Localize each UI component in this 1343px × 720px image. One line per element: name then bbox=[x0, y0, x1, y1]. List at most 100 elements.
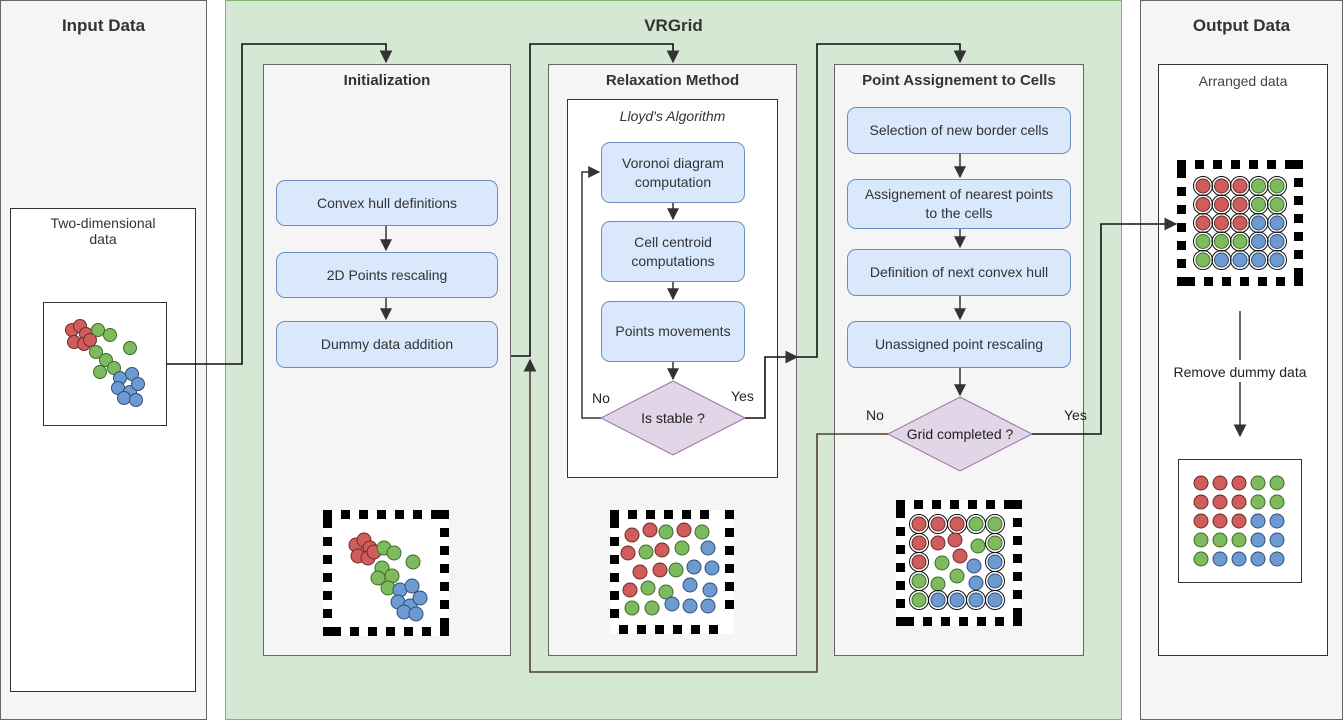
dummy-cell bbox=[440, 546, 449, 555]
grid-completed-decision bbox=[886, 396, 1034, 472]
dummy-cell bbox=[1285, 160, 1294, 169]
assign-point bbox=[930, 592, 946, 608]
dummy-cell bbox=[610, 609, 619, 618]
assign-point bbox=[970, 538, 986, 554]
dummy-cell bbox=[404, 627, 413, 636]
dummy-cell bbox=[1213, 160, 1222, 169]
dummy-cell bbox=[725, 528, 734, 537]
output-point bbox=[1232, 178, 1248, 194]
assign-point bbox=[911, 554, 927, 570]
input-to-init-arrow bbox=[167, 43, 393, 365]
dummy-cell bbox=[422, 627, 431, 636]
init-to-relax-arrow bbox=[511, 43, 680, 357]
dummy-cell bbox=[413, 510, 422, 519]
dummy-cell bbox=[896, 500, 905, 509]
input-point bbox=[123, 341, 137, 355]
dummy-cell bbox=[959, 617, 968, 626]
dummy-cell bbox=[440, 510, 449, 519]
dummy-cell bbox=[1222, 277, 1231, 286]
dummy-cell bbox=[725, 600, 734, 609]
output-lane-title: Output Data bbox=[1192, 16, 1291, 35]
is-stable-no: No bbox=[592, 390, 610, 406]
dummy-cell bbox=[1013, 554, 1022, 563]
output-point bbox=[1232, 197, 1248, 212]
result-point bbox=[1231, 551, 1247, 567]
dummy-cell bbox=[323, 591, 332, 600]
centroid-step: Cell centroid computations bbox=[601, 221, 745, 282]
assign-point bbox=[987, 592, 1003, 608]
assign-point bbox=[911, 516, 927, 532]
input-point bbox=[89, 345, 103, 359]
dummy-cell bbox=[1294, 160, 1303, 169]
assign-point bbox=[987, 554, 1003, 570]
dummy-cell bbox=[1249, 160, 1258, 169]
relax-point bbox=[694, 524, 710, 540]
dummy-cell bbox=[725, 510, 734, 519]
rescaling-step: 2D Points rescaling bbox=[276, 252, 498, 298]
dummy-cell bbox=[932, 500, 941, 509]
dummy-cell bbox=[323, 627, 332, 636]
dummy-cell bbox=[725, 546, 734, 555]
dummy-cell bbox=[1294, 250, 1303, 259]
dummy-cell bbox=[896, 509, 905, 518]
input-point bbox=[91, 323, 105, 337]
assign-point bbox=[949, 592, 965, 608]
dummy-cell bbox=[941, 617, 950, 626]
dummy-cell bbox=[1204, 277, 1213, 286]
dummy-cell bbox=[610, 591, 619, 600]
assign-point bbox=[911, 535, 927, 551]
grid-yes-to-output-arrow bbox=[1032, 217, 1178, 435]
relax-point bbox=[700, 598, 716, 614]
result-point bbox=[1193, 494, 1209, 510]
output-point bbox=[1251, 252, 1266, 268]
dummy-cell bbox=[914, 500, 923, 509]
dummy-cell bbox=[1258, 277, 1267, 286]
dummy-cell bbox=[1267, 160, 1276, 169]
input-point bbox=[103, 328, 117, 342]
dummy-cell bbox=[896, 527, 905, 536]
result-point bbox=[1212, 513, 1228, 529]
dummy-cell bbox=[1276, 277, 1285, 286]
output-point bbox=[1195, 178, 1211, 194]
relax-point bbox=[622, 582, 638, 598]
dummy-cell bbox=[431, 510, 440, 519]
input-panel: Two-dimensional data bbox=[10, 208, 196, 692]
dummy-cell bbox=[691, 625, 700, 634]
nearest-points-step: Assignement of nearest points to the cel… bbox=[847, 179, 1071, 229]
relax-point bbox=[682, 598, 698, 614]
dummy-cell bbox=[628, 510, 637, 519]
dummy-cell bbox=[610, 519, 619, 528]
dummy-cell bbox=[1013, 536, 1022, 545]
result-point bbox=[1193, 551, 1209, 567]
dummy-cell bbox=[950, 500, 959, 509]
dummy-cell bbox=[1231, 160, 1240, 169]
dummy-cell bbox=[977, 617, 986, 626]
assign-point bbox=[930, 516, 946, 532]
relax-point bbox=[658, 584, 674, 600]
dummy-cell bbox=[709, 625, 718, 634]
is-stable-decision bbox=[599, 380, 747, 456]
dummy-cell bbox=[896, 617, 905, 626]
initialization-title: Initialization bbox=[343, 72, 431, 89]
dummy-cell bbox=[440, 582, 449, 591]
result-point bbox=[1231, 532, 1247, 548]
dummy-cell bbox=[323, 510, 332, 519]
output-point bbox=[1214, 197, 1229, 212]
voronoi-step: Voronoi diagram computation bbox=[601, 142, 745, 203]
dummy-cell bbox=[368, 627, 377, 636]
relax-point bbox=[624, 600, 640, 616]
assign-point bbox=[968, 575, 984, 591]
output-point bbox=[1251, 197, 1266, 212]
relax-point bbox=[640, 580, 656, 596]
input-point bbox=[131, 377, 145, 391]
lloyd-title: Lloyd's Algorithm bbox=[619, 108, 726, 124]
init-point bbox=[412, 590, 428, 606]
dummy-cell bbox=[655, 625, 664, 634]
dummy-cell bbox=[995, 617, 1004, 626]
vrgrid-lane-title: VRGrid bbox=[644, 16, 703, 35]
result-point bbox=[1193, 532, 1209, 548]
output-point bbox=[1269, 234, 1285, 249]
relax-panel-to-assign-arrow bbox=[797, 43, 967, 358]
result-point bbox=[1250, 494, 1266, 510]
